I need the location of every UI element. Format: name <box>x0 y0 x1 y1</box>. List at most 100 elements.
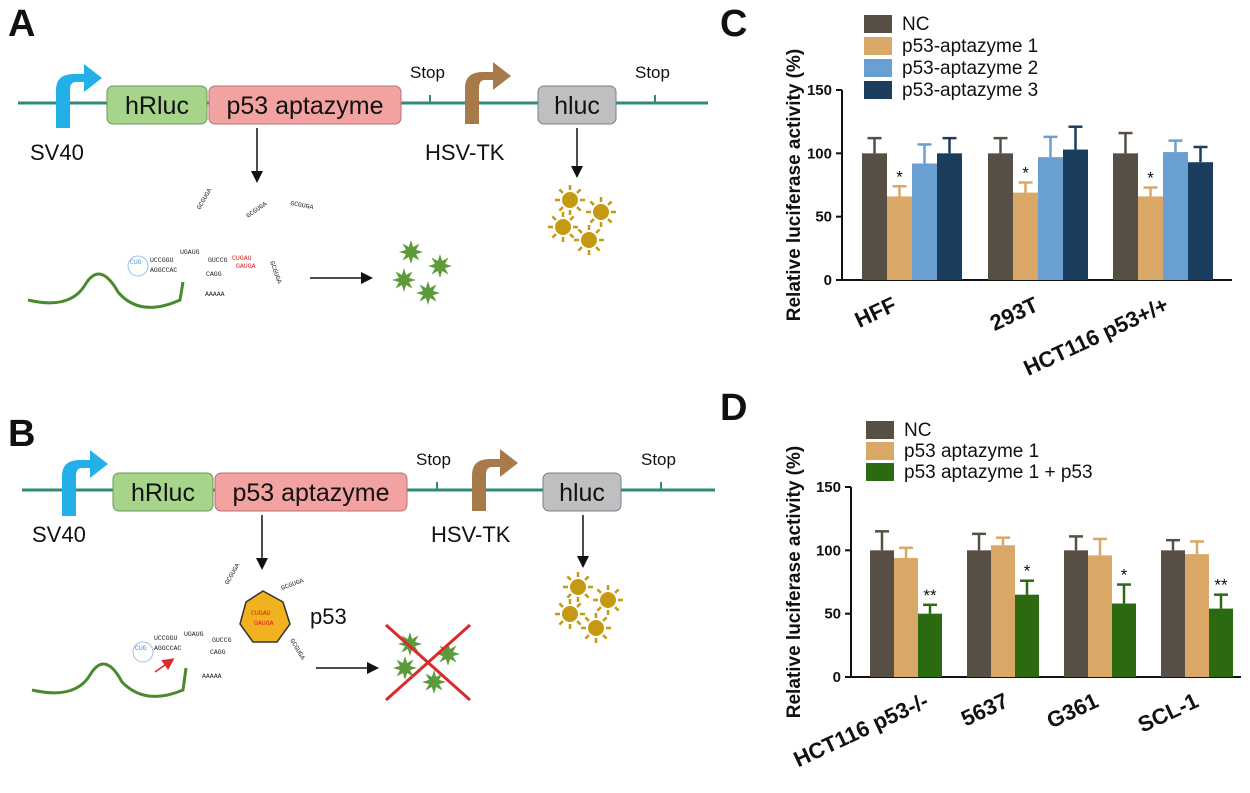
hsvtk-promoter-icon-b <box>472 449 518 511</box>
gold-sun-icon <box>555 599 585 629</box>
legend-label: p53-aptazyme 3 <box>902 80 1038 101</box>
bar <box>937 153 962 280</box>
hluc-label-b: hluc <box>559 479 605 507</box>
y-tick-label: 50 <box>824 606 841 623</box>
legend-swatch <box>864 81 892 99</box>
panel-d-letter: D <box>720 387 747 429</box>
hrluc-label-b: hRluc <box>131 479 195 507</box>
seq-mid3-b: CAGG <box>210 649 226 656</box>
gold-sun-icon <box>586 197 616 227</box>
hrluc-box-b <box>112 472 214 512</box>
green-luciferase-stars <box>392 240 452 305</box>
bar <box>918 613 942 677</box>
aptazyme-box-b <box>214 472 408 512</box>
y-tick-label: 50 <box>815 209 832 226</box>
y-tick-label: 150 <box>816 479 841 496</box>
bar <box>862 153 887 280</box>
gold-sun-icon <box>581 613 611 643</box>
hrluc-box <box>106 85 208 125</box>
bar <box>1112 603 1136 677</box>
bar <box>1161 550 1185 677</box>
green-star-icon <box>392 268 416 292</box>
legend-label: NC <box>904 420 931 441</box>
aptazyme-label: p53 aptazyme <box>226 92 383 120</box>
category-label: HFF <box>851 292 900 333</box>
green-star-icon <box>428 254 452 278</box>
seq-stem-left2-b: AGGCCAC <box>154 645 181 652</box>
bar <box>1163 152 1188 280</box>
green-star-icon <box>399 240 423 264</box>
gold-sun-icon <box>555 185 585 215</box>
bar <box>912 163 937 280</box>
y-axis-title: Relative luciferase activity (%) <box>784 446 805 718</box>
significance-marker: ** <box>923 586 937 605</box>
significance-marker: * <box>1024 562 1031 581</box>
green-star-icon <box>393 656 417 680</box>
gold-luciferase-suns-b <box>555 572 623 643</box>
seq-tail: AAAAA <box>205 291 225 298</box>
hluc-label: hluc <box>554 92 600 120</box>
seq-red1-b: CUGAU <box>251 610 271 617</box>
gold-sun-icon <box>593 585 623 615</box>
bar <box>991 545 1015 677</box>
legend-label: p53-aptazyme 2 <box>902 58 1038 79</box>
seq-loop-text: CUG <box>130 259 142 266</box>
y-tick-label: 0 <box>824 272 832 289</box>
significance-marker: ** <box>1214 576 1228 595</box>
legend-swatch <box>864 15 892 33</box>
mrna-strand-b <box>31 662 188 698</box>
legend-swatch <box>864 37 892 55</box>
panel-b: B SV40 hRluc p53 aptazyme Stop HSV-TK hl… <box>8 413 715 702</box>
bar <box>1064 550 1088 677</box>
panel-a-letter: A <box>8 3 35 45</box>
seq-mid: UGAUG <box>180 249 200 256</box>
y-tick-label: 150 <box>807 82 832 99</box>
green-star-icon <box>422 670 446 694</box>
significance-marker: * <box>1022 163 1029 182</box>
hsvtk-label: HSV-TK <box>425 140 505 165</box>
cleavage-site-arrow <box>154 658 175 673</box>
legend-label: p53 aptazyme 1 <box>904 441 1039 462</box>
y-tick-label: 0 <box>833 669 841 686</box>
bar <box>1138 196 1163 280</box>
p53-label: p53 <box>310 604 347 629</box>
aptazyme-box <box>208 85 402 125</box>
bar <box>1088 555 1112 677</box>
stop1-label: Stop <box>410 63 445 82</box>
hrluc-label: hRluc <box>125 92 189 120</box>
category-label: G361 <box>1043 688 1102 733</box>
panel-b-letter: B <box>8 413 35 455</box>
p53-protein-icon <box>239 590 291 643</box>
bar <box>1063 149 1088 280</box>
bar <box>1209 608 1233 677</box>
stop2-label-b: Stop <box>641 450 676 469</box>
legend-label: p53 aptazyme 1 + p53 <box>904 462 1093 483</box>
aptazyme-structure: CUG UCCGGU AGGCCAC UGAUG GUCCG CAGG CUGA… <box>127 187 314 298</box>
legend-label: NC <box>902 14 929 35</box>
y-axis-title: Relative luciferase activity (%) <box>784 49 805 321</box>
stop2-label: Stop <box>635 63 670 82</box>
seq-arm-mid: GCGUGA <box>245 200 268 219</box>
bar <box>988 153 1013 280</box>
panel-c-letter: C <box>720 3 747 45</box>
seq-stem-left-b: UCCGGU <box>154 635 178 642</box>
y-tick-label: 100 <box>807 145 832 162</box>
category-label: HCT116 p53+/+ <box>1020 292 1172 381</box>
bar <box>887 196 912 280</box>
sv40-promoter-icon-b <box>62 450 108 516</box>
legend-swatch <box>864 59 892 77</box>
legend-label: p53-aptazyme 1 <box>902 36 1038 57</box>
bar <box>870 550 894 677</box>
cross-line-2 <box>385 623 471 702</box>
significance-marker: * <box>1121 566 1128 585</box>
bar <box>1015 594 1039 677</box>
mrna-strand <box>27 272 185 309</box>
bar <box>967 550 991 677</box>
sv40-label: SV40 <box>30 140 84 165</box>
sv40-promoter-icon <box>56 64 102 128</box>
seq-arm-bottom-b: GCGUGA <box>288 638 306 662</box>
bar <box>1113 153 1138 280</box>
